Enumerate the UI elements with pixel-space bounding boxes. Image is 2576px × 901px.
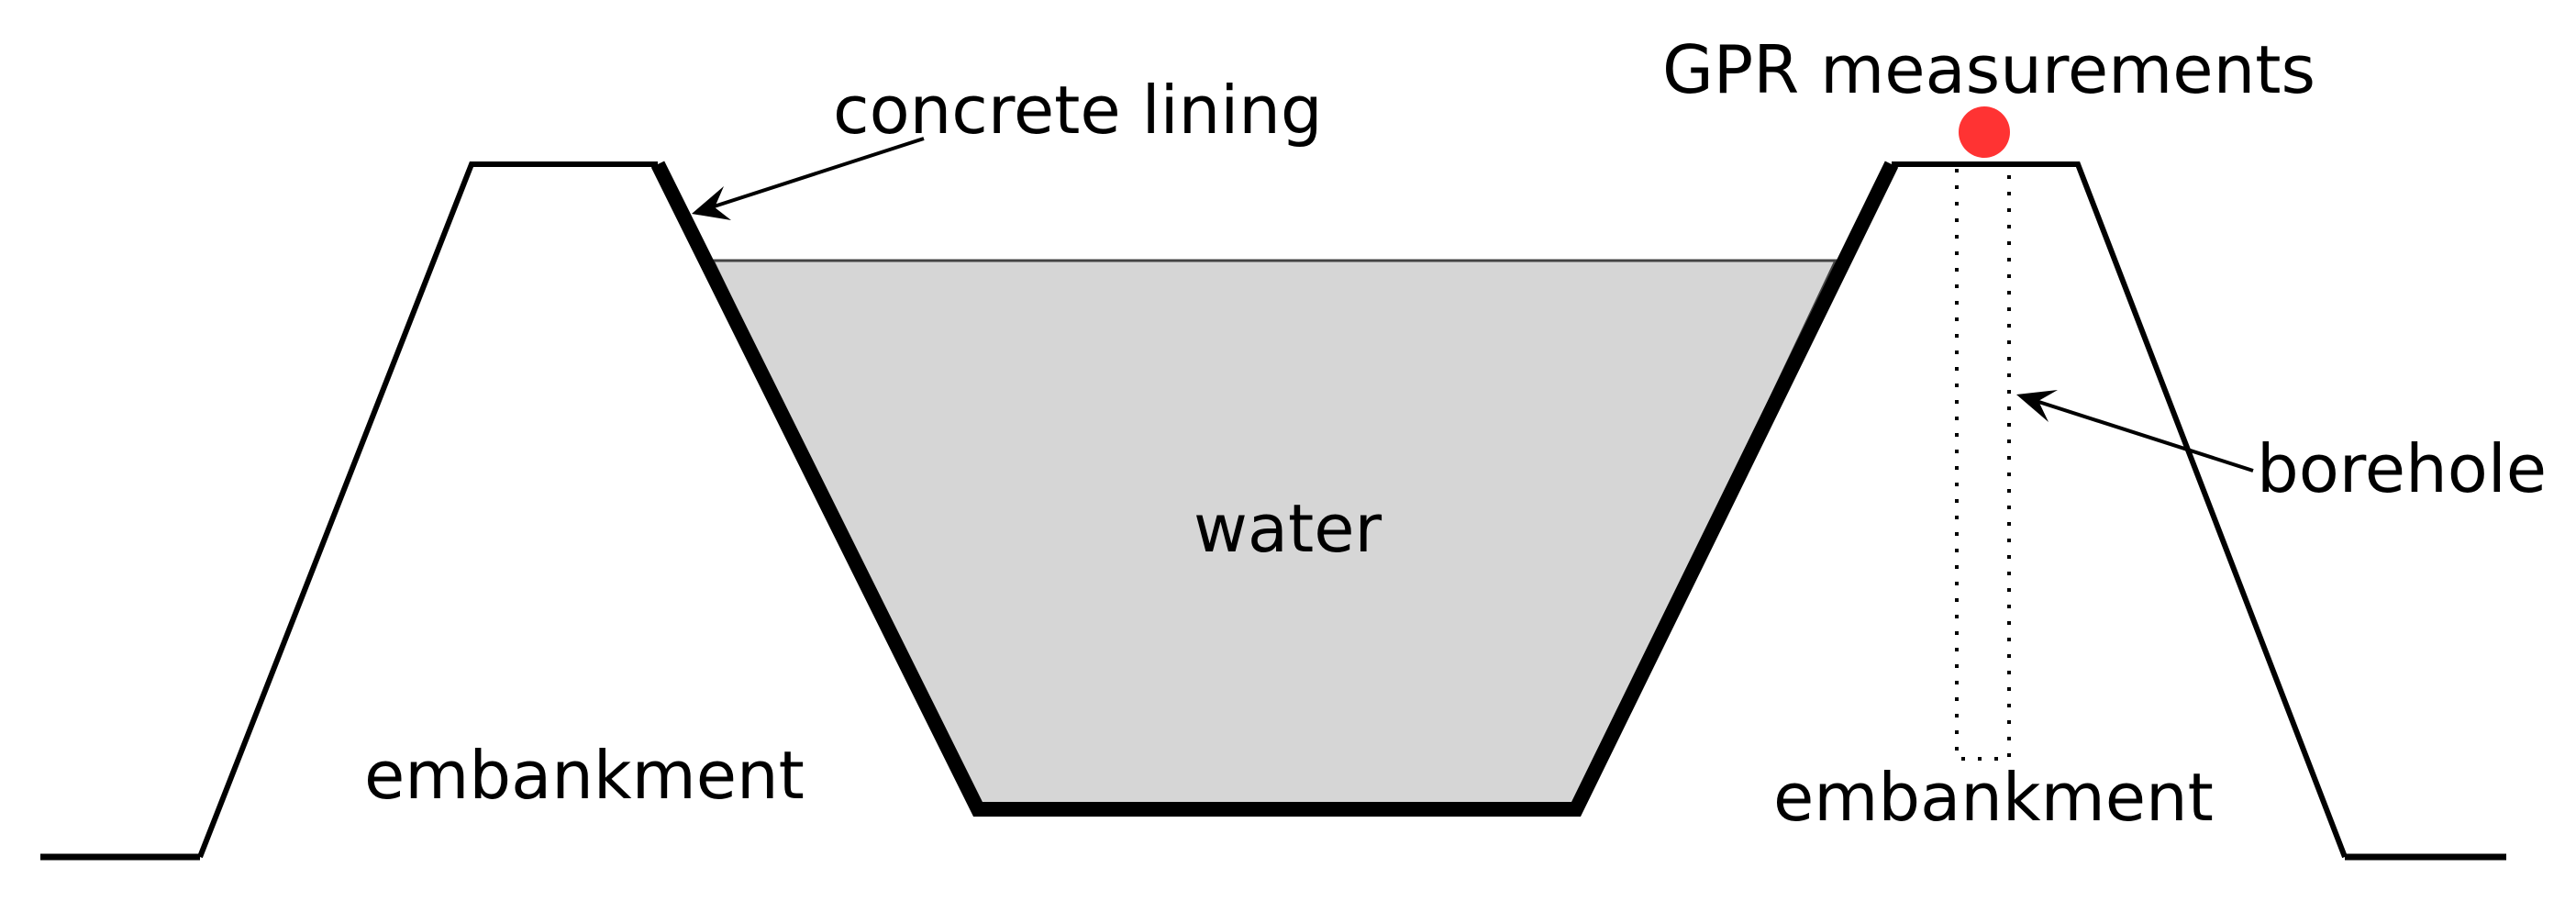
gpr-measurement-marker <box>1959 106 2010 158</box>
embankment-right-outline <box>1892 161 2348 859</box>
borehole-arrow-shaft <box>2026 396 2254 473</box>
concrete-lining-arrow-shaft <box>702 137 925 212</box>
embankment-right-label: embankment <box>1773 759 2214 836</box>
water-label: water <box>1194 490 1382 567</box>
borehole-label: borehole <box>2257 430 2547 507</box>
embankment-left-label: embankment <box>364 737 805 814</box>
gpr-measurements-label: GPR measurements <box>1662 31 2315 108</box>
embankment-left-outline <box>197 161 658 859</box>
concrete-lining <box>650 161 1899 817</box>
concrete-lining-arrowhead <box>692 186 731 220</box>
borehole <box>1955 169 2011 761</box>
concrete-lining-label: concrete lining <box>833 72 1323 149</box>
borehole-arrowhead <box>2016 390 2058 422</box>
